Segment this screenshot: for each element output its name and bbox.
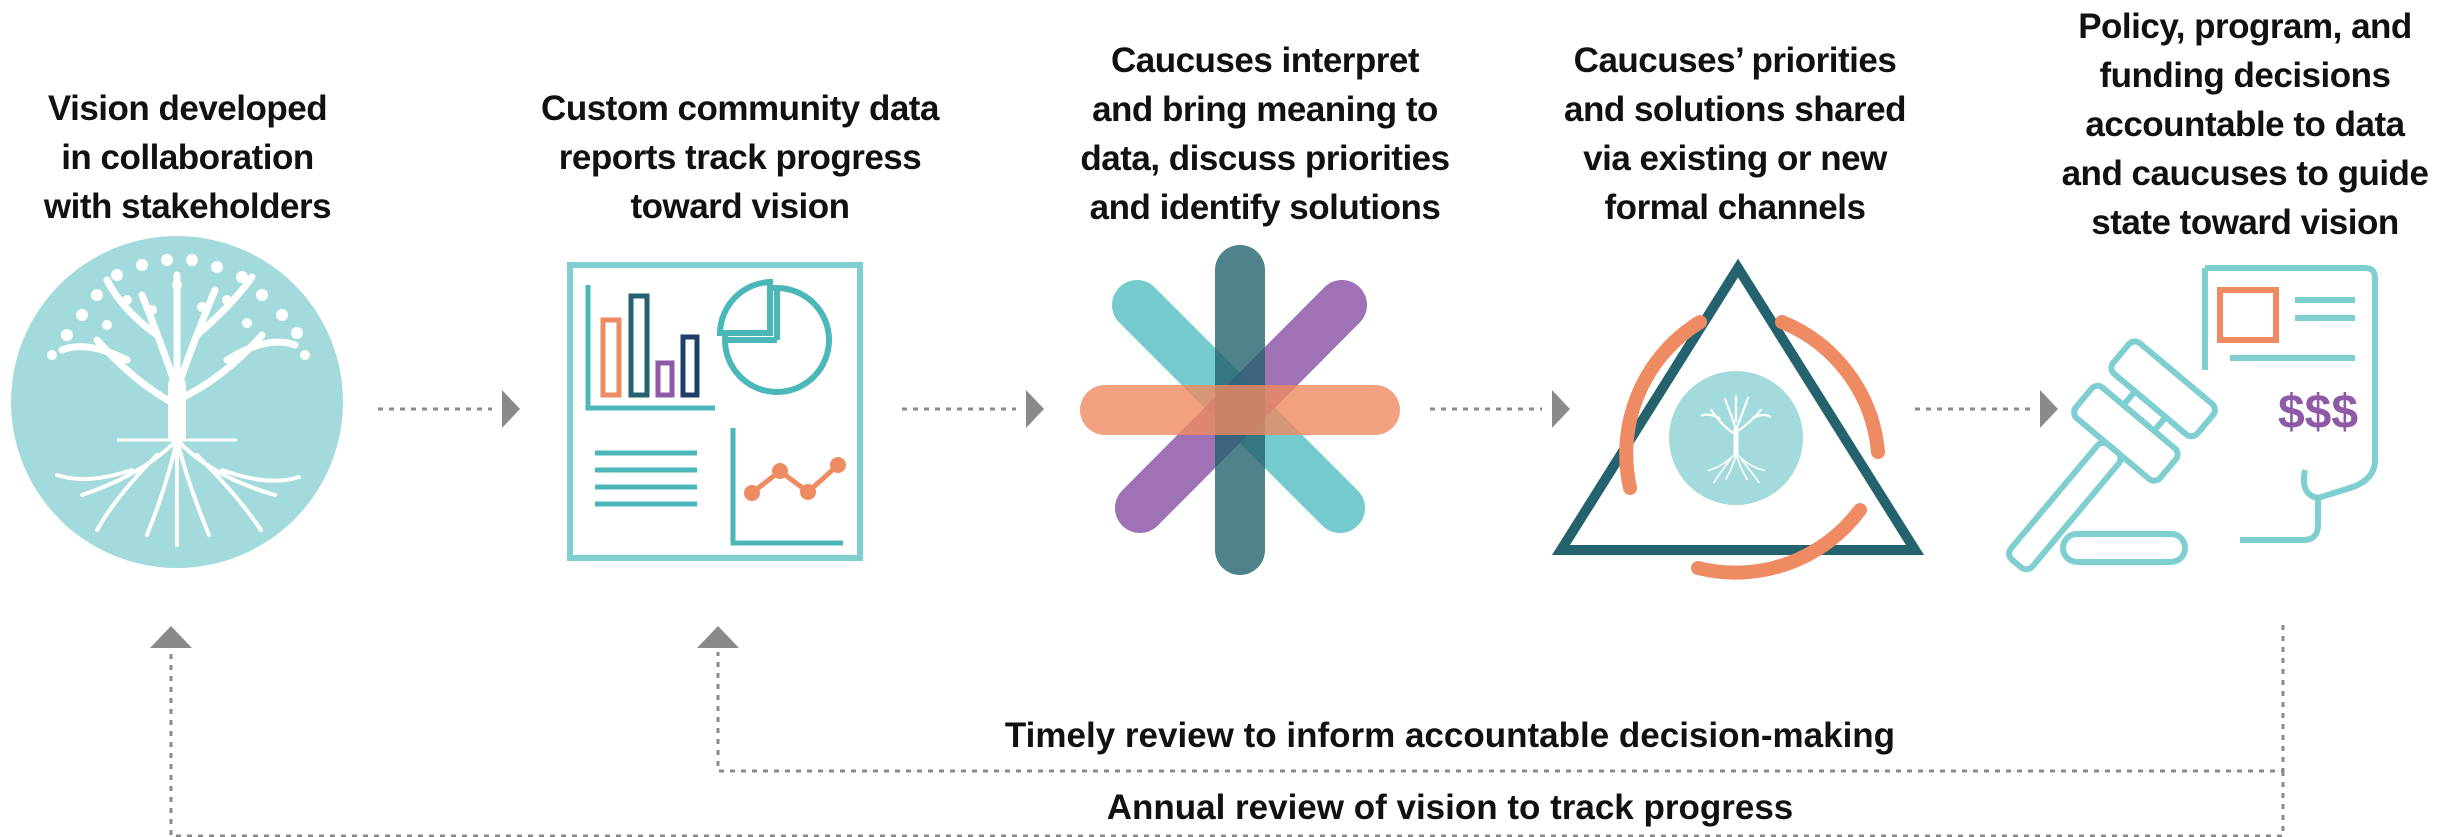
arrow-2-3 (902, 390, 1044, 428)
gavel-document-icon: $$$ (2006, 265, 2378, 573)
step-1-label: Vision developed in collaboration with s… (15, 84, 360, 231)
step-4-line-3: via existing or new (1583, 139, 1887, 178)
arrow-1-2 (378, 390, 520, 428)
step-4-line-2: and solutions shared (1564, 90, 1907, 129)
step-3-line-2: and bring meaning to (1092, 90, 1438, 129)
step-3-line-1: Caucuses interpret (1110, 41, 1420, 80)
step-3-label: Caucuses interpret and bring meaning to … (1045, 36, 1485, 232)
intersecting-bars-icon (1080, 245, 1400, 575)
step-1-line-3: with stakeholders (43, 187, 332, 226)
step-4-line-1: Caucuses’ priorities (1573, 41, 1897, 80)
step-1-line-2: in collaboration (61, 138, 314, 177)
step-2-line-3: toward vision (630, 187, 850, 226)
step-5-line-1: Policy, program, and (2078, 7, 2412, 46)
step-3-line-4: and identify solutions (1089, 188, 1441, 227)
step-4-label: Caucuses’ priorities and solutions share… (1535, 36, 1935, 232)
step-2-line-2: reports track progress (558, 138, 922, 177)
step-2-label: Custom community data reports track prog… (520, 84, 960, 231)
annual-review-loop (150, 626, 2285, 837)
arrow-4-5 (1915, 390, 2058, 428)
data-report-icon (567, 262, 863, 561)
step-5-line-5: state toward vision (2091, 203, 2399, 242)
step-2-line-1: Custom community data (541, 89, 939, 128)
triangle-cycle-icon (1551, 258, 1925, 580)
currency-symbol: $$$ (2278, 386, 2358, 439)
timely-review-label: Timely review to inform accountable deci… (1004, 716, 1896, 755)
step-5-label: Policy, program, and funding decisions a… (2040, 2, 2450, 247)
step-1-line-1: Vision developed (47, 89, 328, 128)
timely-review-loop (697, 625, 2285, 773)
step-5-line-4: and caucuses to guide (2061, 154, 2429, 193)
annual-review-label: Annual review of vision to track progres… (1106, 788, 1794, 827)
step-5-line-2: funding decisions (2099, 56, 2391, 95)
step-4-line-4: formal channels (1604, 188, 1866, 227)
step-5-line-3: accountable to data (2085, 105, 2405, 144)
step-3-line-3: data, discuss priorities (1080, 139, 1450, 178)
arrow-3-4 (1430, 390, 1570, 428)
tree-circle-icon (11, 236, 343, 568)
